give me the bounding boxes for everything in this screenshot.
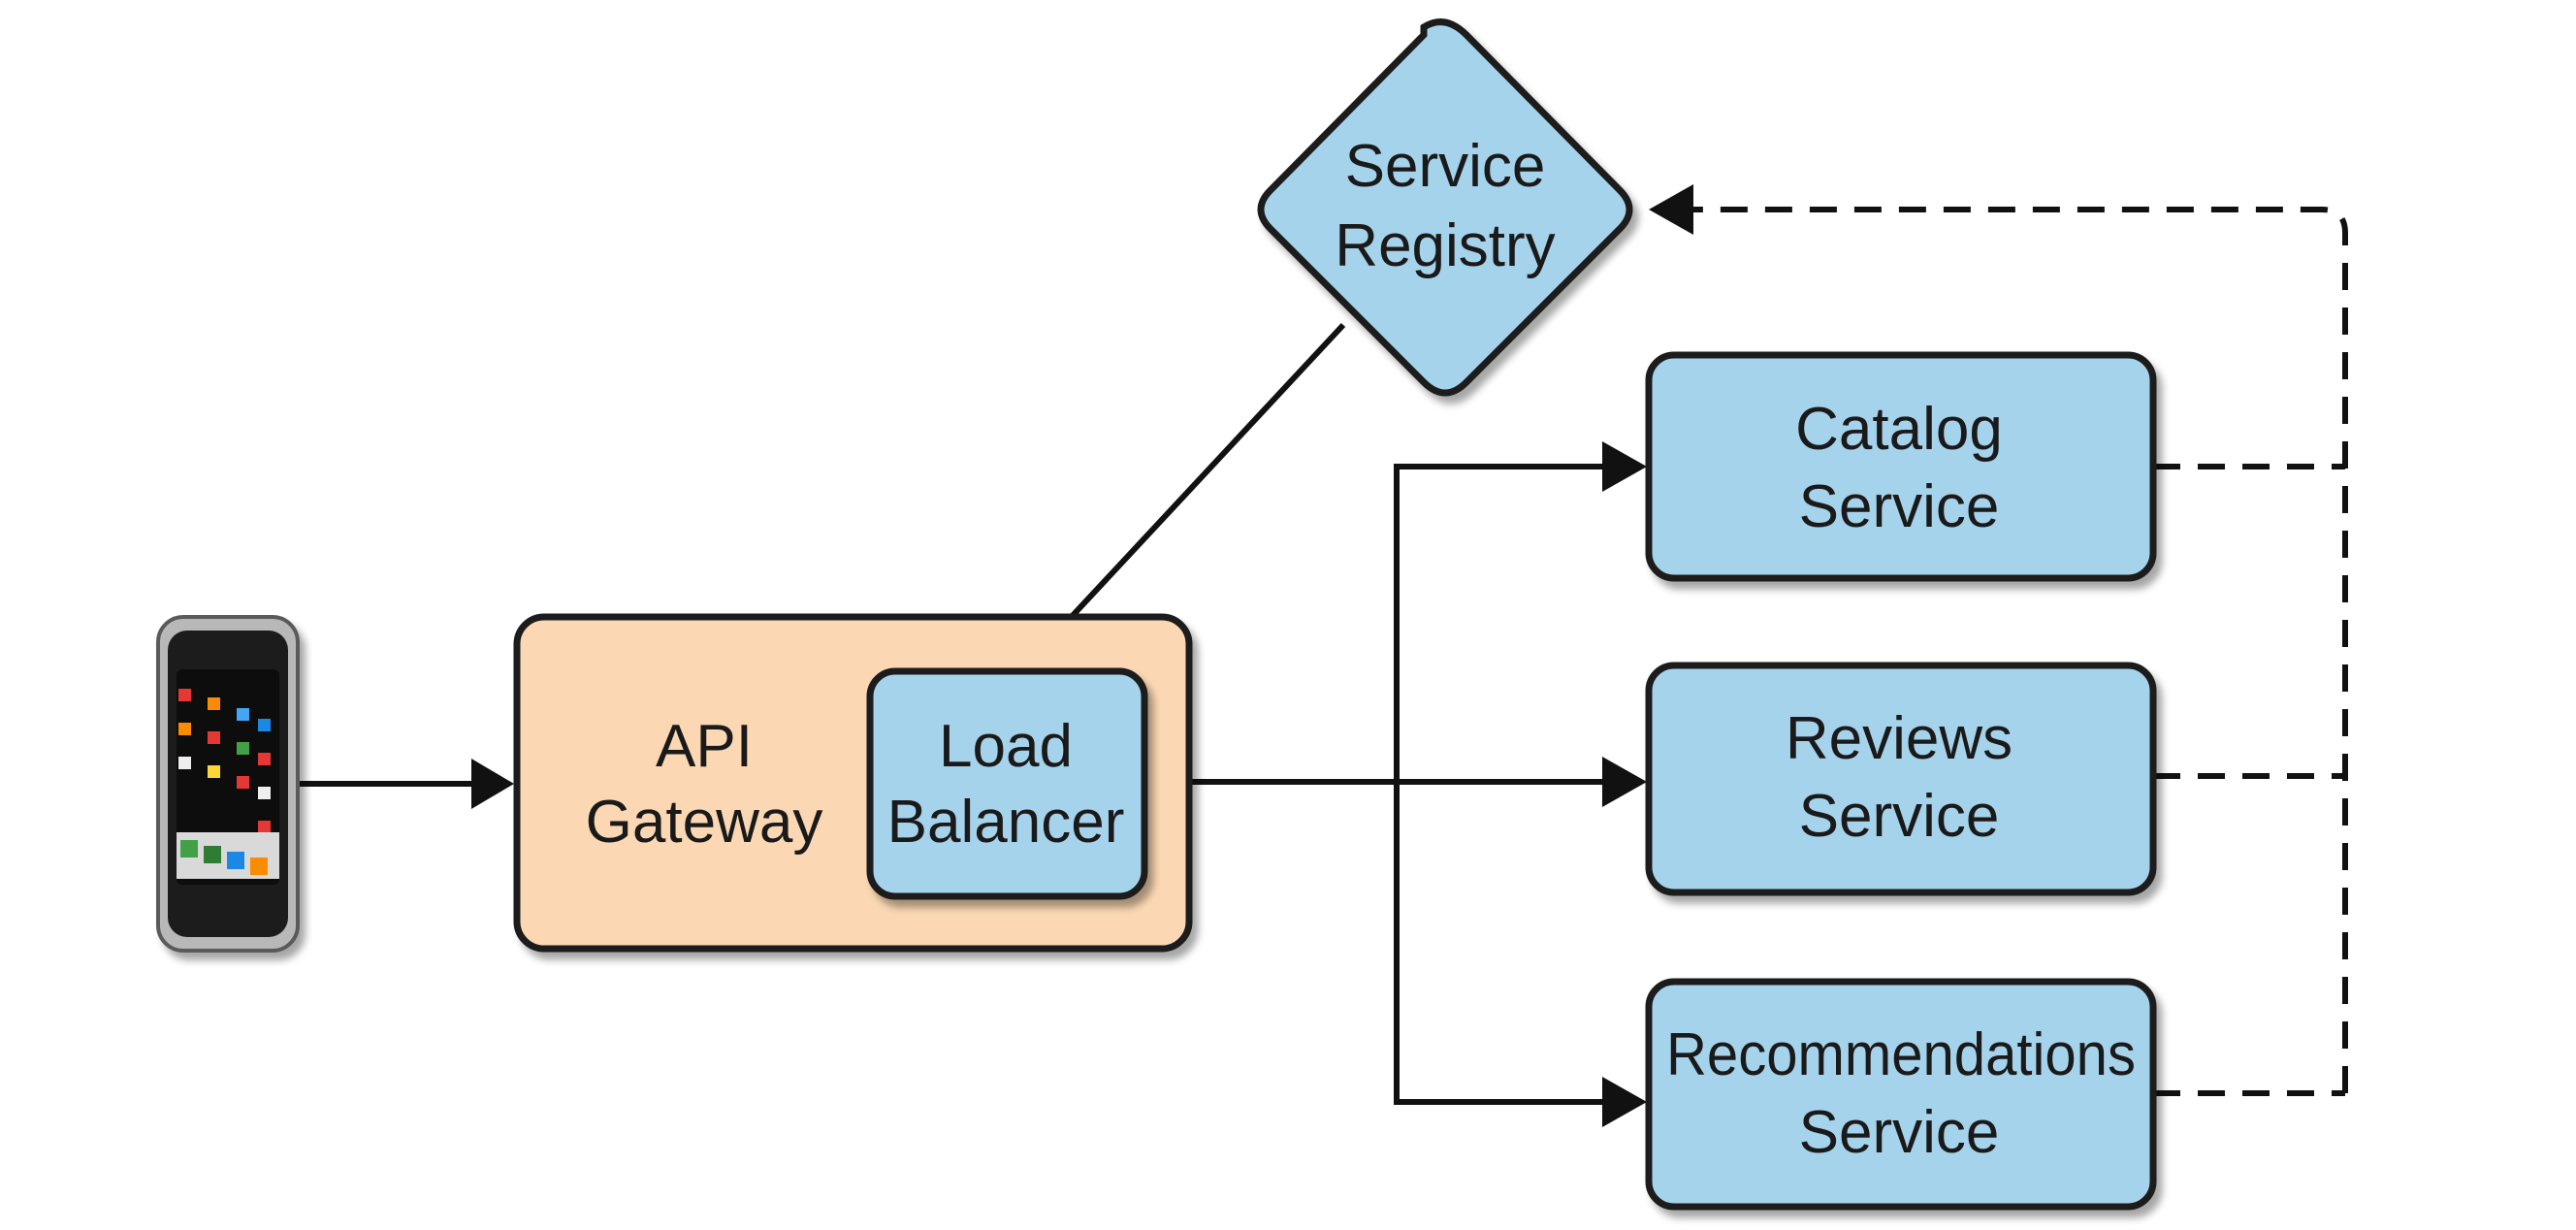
load-balancer-label: Load Balancer bbox=[887, 713, 1125, 856]
catalog-service-label: Catalog Service bbox=[1795, 396, 2003, 540]
catalog-service-node bbox=[1645, 351, 2157, 582]
arrow-to-recommendations-service bbox=[1602, 1077, 1647, 1127]
service-registry-node bbox=[1257, 18, 1633, 397]
load-balancer-node bbox=[866, 667, 1148, 900]
reviews-service-label: Reviews Service bbox=[1786, 705, 2012, 850]
service-registration-dashed-connector bbox=[1649, 184, 2348, 1096]
api-gateway-label-line2: Gateway bbox=[586, 789, 823, 856]
catalog-service-label-line2: Service bbox=[1799, 473, 2000, 540]
load-balancer-to-services-connector bbox=[1144, 464, 1603, 1105]
catalog-service-label-line1: Catalog bbox=[1795, 396, 2003, 463]
service-registry-label-line1: Service bbox=[1345, 133, 1546, 200]
reviews-service-label-line1: Reviews bbox=[1786, 705, 2012, 772]
api-gateway-label: API Gateway bbox=[586, 713, 823, 856]
arrow-to-catalog-service bbox=[1602, 441, 1647, 492]
api-gateway-label-line1: API bbox=[656, 713, 753, 780]
service-registry-label-line2: Registry bbox=[1335, 212, 1555, 279]
mobile-phone-icon bbox=[156, 615, 300, 953]
recommendations-service-label-line1: Recommendations bbox=[1666, 1021, 2136, 1088]
reviews-service-node bbox=[1645, 662, 2157, 896]
recommendations-service-node bbox=[1645, 978, 2157, 1211]
reviews-service-label-line2: Service bbox=[1799, 783, 2000, 850]
arrow-to-reviews-service bbox=[1602, 757, 1647, 807]
load-balancer-label-line1: Load bbox=[939, 713, 1073, 780]
recommendations-service-label-line2: Service bbox=[1799, 1099, 2000, 1166]
service-registry-label: Service Registry bbox=[1335, 133, 1555, 279]
load-balancer-label-line2: Balancer bbox=[887, 789, 1125, 856]
recommendations-service-label: Recommendations Service bbox=[1666, 1021, 2136, 1166]
client-to-gateway-arrow bbox=[299, 759, 514, 809]
